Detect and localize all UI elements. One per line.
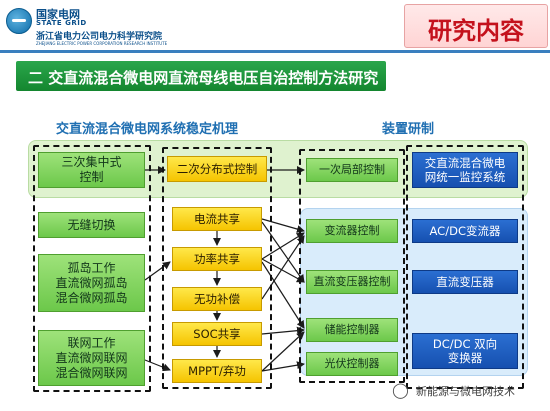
org-name-cn: 国家电网: [36, 8, 80, 21]
seamless-switch-box: 无缝切换: [38, 212, 145, 238]
storage-controller-label: 储能控制器: [324, 323, 380, 337]
dc-transformer-control-label: 直流变压器控制: [313, 275, 391, 289]
pv-controller-label: 光伏控制器: [324, 357, 380, 371]
arrow-c2c-to-c3d: [261, 261, 305, 329]
banner-text: 二 交直流混合微电网直流母线电压自治控制方法研究: [28, 69, 379, 87]
ac-dc-converter-label: AC/DC变流器: [429, 223, 501, 238]
reactive-compensation-label: 无功补偿: [194, 291, 240, 306]
slide-title: 研究内容: [428, 17, 524, 45]
dc-transformer-box: 直流变压器: [412, 270, 518, 294]
mppt-curtail-label: MPPT/弃功: [188, 363, 246, 378]
bidirectional-dcdc-label: DC/DC 双向 变换器: [432, 336, 498, 365]
converter-control-box: 变流器控制: [306, 219, 398, 243]
centralized-control-label: 三次集中式 控制: [61, 155, 122, 184]
storage-controller-box: 储能控制器: [306, 318, 398, 342]
arrow-c2f-to-c3e: [261, 361, 305, 372]
power-sharing-label: 功率共享: [194, 251, 240, 266]
ac-dc-converter-box: AC/DC变流器: [412, 219, 518, 243]
bidirectional-dcdc-box: DC/DC 双向 变换器: [412, 333, 518, 369]
dc-transformer-control-box: 直流变压器控制: [306, 270, 398, 294]
arrow-c2f-to-c3d: [261, 331, 305, 372]
current-sharing-box: 电流共享: [172, 207, 262, 231]
institute-name-en: ZHEJIANG ELECTRIC POWER CORPORATION RESE…: [36, 41, 168, 46]
dc-transformer-label: 直流变压器: [436, 274, 494, 289]
monitoring-system-label: 交直流混合微电 网统一监控系统: [424, 155, 506, 184]
pv-controller-box: 光伏控制器: [306, 352, 398, 376]
right-section-label: 装置研制: [382, 122, 435, 137]
header-divider: [0, 50, 550, 53]
reactive-compensation-box: 无功补偿: [172, 287, 262, 311]
slide-title-box: 研究内容: [404, 4, 548, 48]
arrow-c2e-to-c3d: [261, 326, 305, 335]
section-banner: 二 交直流混合微电网直流母线电压自治控制方法研究: [16, 61, 386, 91]
grid-connected-box: 联网工作 直流微网联网 混合微网联网: [38, 330, 145, 386]
secondary-distributed-box: 二次分布式控制: [167, 156, 267, 182]
header: 国家电网 STATE GRID 浙江省电力公司电力科学研究院 ZHEJIANG …: [0, 0, 550, 52]
seamless-switch-label: 无缝切换: [67, 217, 116, 232]
primary-local-box: 一次局部控制: [306, 158, 398, 182]
col4-dashed-frame: [406, 145, 524, 389]
watermark-text: 新能源与微电网技术: [416, 385, 515, 398]
soc-sharing-box: SOC共享: [172, 322, 262, 346]
col2-dashed-frame: [162, 147, 272, 389]
primary-local-label: 一次局部控制: [319, 163, 385, 177]
left-section-label: 交直流混合微电网系统稳定机理: [56, 122, 239, 137]
arrow-c2b-to-c3b: [261, 218, 305, 233]
monitoring-system-box: 交直流混合微电 网统一监控系统: [412, 152, 518, 188]
mppt-curtail-box: MPPT/弃功: [172, 359, 262, 383]
state-grid-logo-icon: [6, 8, 32, 34]
island-mode-label: 孤岛工作 直流微网孤岛 混合微网孤岛: [55, 260, 128, 305]
org-name-en: STATE GRID: [36, 19, 87, 27]
centralized-control-box: 三次集中式 控制: [38, 152, 145, 188]
institute-name-cn: 浙江省电力公司电力科学研究院: [36, 32, 163, 42]
col3-dashed-frame: [299, 149, 405, 383]
soc-sharing-label: SOC共享: [193, 326, 241, 341]
power-sharing-box: 功率共享: [172, 247, 262, 271]
current-sharing-label: 电流共享: [194, 211, 240, 226]
secondary-distributed-label: 二次分布式控制: [176, 161, 258, 176]
grid-connected-label: 联网工作 直流微网联网 混合微网联网: [55, 335, 128, 380]
arrow-c2d-to-c3b: [261, 235, 305, 300]
island-mode-box: 孤岛工作 直流微网孤岛 混合微网孤岛: [38, 254, 145, 312]
converter-control-label: 变流器控制: [324, 224, 380, 238]
arrow-c2b-to-c3c: [261, 221, 305, 283]
wechat-icon: ◯: [392, 381, 409, 399]
col1-dashed-frame: [33, 145, 151, 392]
